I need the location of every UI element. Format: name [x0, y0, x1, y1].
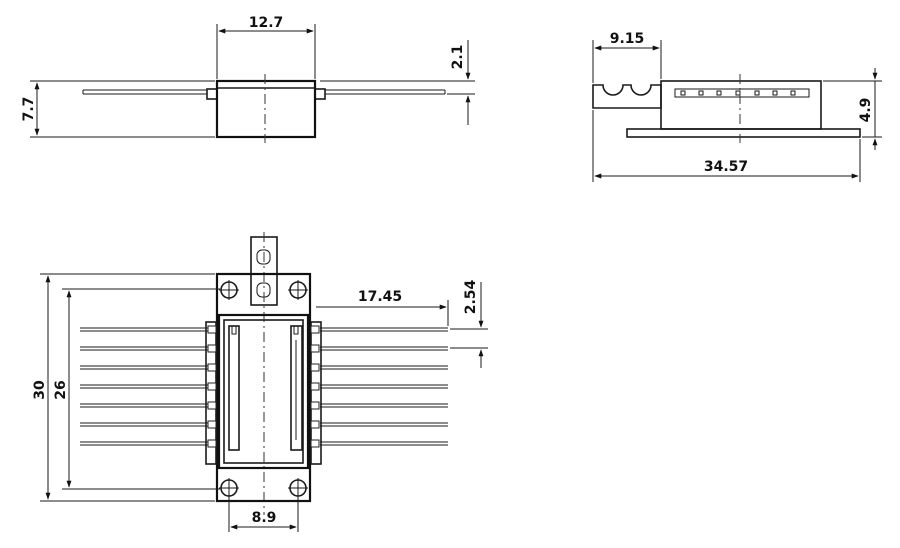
dim-end-height: 4.9 — [823, 68, 882, 150]
dim-side-width-label: 12.7 — [249, 15, 284, 31]
dim-top-hole-spacing-label: 8.9 — [252, 510, 277, 526]
dim-side-lead-offset-label: 2.1 — [450, 45, 466, 70]
end-view-block — [592, 84, 662, 109]
top-view-pin-headers — [205, 321, 322, 465]
end-view-pin-holes — [680, 90, 796, 96]
dim-end-height-label: 4.9 — [858, 98, 874, 123]
top-view-right-leads — [320, 327, 448, 446]
side-view-body — [215, 79, 317, 139]
side-view-left-lead — [82, 88, 218, 100]
dim-side-width: 12.7 — [216, 15, 316, 79]
dim-end-total-length: 34.57 — [592, 110, 861, 182]
dim-top-outer-height: 30 — [32, 273, 215, 502]
end-view-base — [626, 128, 861, 138]
dim-top-lead-length-label: 17.45 — [358, 289, 402, 305]
dim-top-pin-pitch-label: 2.54 — [463, 279, 479, 314]
dim-top-hole-spacing: 8.9 — [228, 498, 299, 532]
dim-top-outer-height-label: 30 — [32, 380, 48, 400]
end-view-connector — [660, 80, 822, 130]
end-view: 9.15 4.9 34.57 — [592, 31, 882, 182]
dim-side-height: 7.7 — [21, 80, 215, 138]
side-view: 12.7 7.7 2.1 — [21, 15, 475, 143]
dim-side-height-label: 7.7 — [21, 97, 37, 122]
dim-top-pin-pitch: 2.54 — [450, 279, 488, 368]
top-view: 30 26 17.45 2.54 8.9 — [32, 232, 488, 532]
top-view-flange — [215, 272, 312, 503]
dim-end-block-width-label: 9.15 — [610, 31, 645, 47]
side-view-right-lead — [314, 88, 446, 100]
dim-top-lead-length: 17.45 — [316, 289, 449, 326]
top-view-left-leads — [80, 327, 208, 446]
mounting-holes — [219, 280, 308, 498]
dim-end-total-length-label: 34.57 — [704, 159, 748, 175]
dim-top-pin-span: 26 — [53, 288, 220, 490]
dim-side-lead-offset: 2.1 — [320, 40, 475, 125]
dim-end-block-width: 9.15 — [592, 31, 662, 83]
top-view-inner-body — [217, 313, 310, 470]
dim-top-pin-span-label: 26 — [53, 380, 69, 399]
